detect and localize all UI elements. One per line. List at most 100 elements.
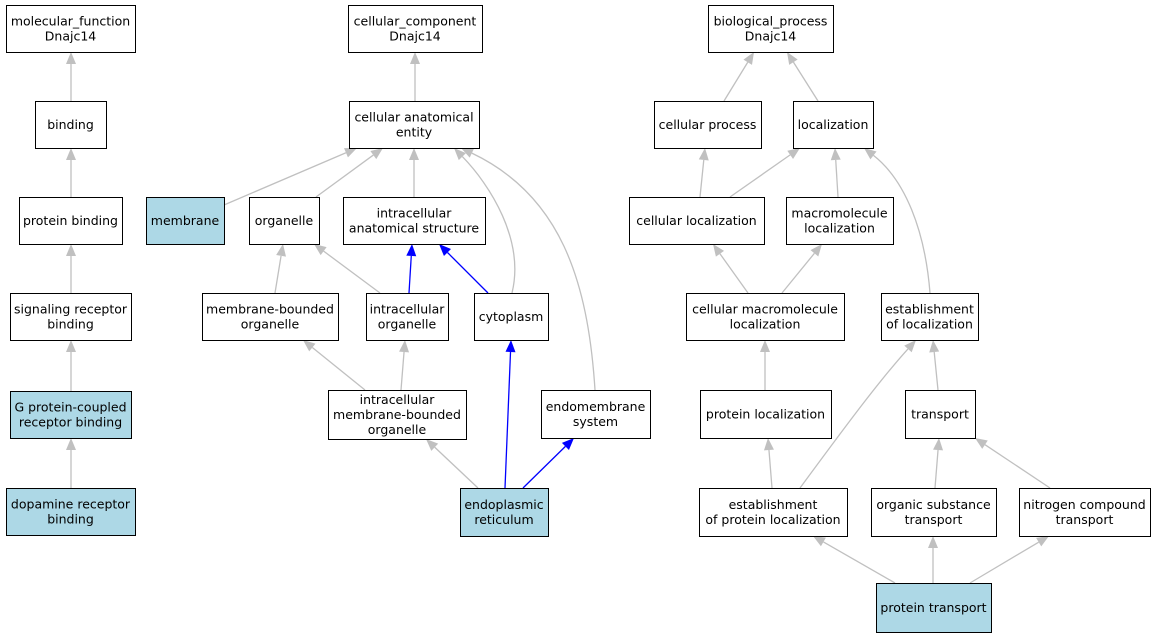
edge-nitrogen_compound_transport-to-transport xyxy=(975,438,1051,489)
edge-line xyxy=(984,444,1051,489)
node-cellular-localization[interactable]: cellular localization xyxy=(629,197,765,245)
node-box xyxy=(686,293,845,341)
node-box xyxy=(629,197,765,245)
node-label-line: of localization xyxy=(886,317,973,332)
node-label-line: of protein localization xyxy=(705,512,840,527)
node-localization[interactable]: localization xyxy=(793,101,874,149)
node-label-line: receptor binding xyxy=(19,415,122,430)
node-label-line: membrane xyxy=(151,213,220,228)
edge-establishment_of_localization-to-localization xyxy=(864,148,931,294)
edge-arrowhead xyxy=(933,438,944,451)
node-protein-binding[interactable]: protein binding xyxy=(19,197,123,245)
edge-arrowhead xyxy=(864,148,877,160)
node-label-line: organelle xyxy=(378,317,437,332)
node-label-line: signaling receptor xyxy=(14,302,128,317)
node-label-line: transport xyxy=(905,512,963,527)
node-box xyxy=(460,488,549,537)
edge-line xyxy=(522,445,566,489)
edge-intracellular_membrane_bounded_organelle-to-membrane_bounded_organelle xyxy=(303,340,366,391)
node-label-line: transport xyxy=(911,407,969,422)
node-label-line: binding xyxy=(47,317,94,332)
edge-arrowhead xyxy=(410,52,420,64)
node-label-line: organelle xyxy=(241,317,300,332)
edge-line xyxy=(447,252,489,294)
node-label-line: anatomical structure xyxy=(349,221,479,236)
edge-arrowhead xyxy=(904,340,916,353)
node-label-line: reticulum xyxy=(474,512,533,527)
node-label-line: protein transport xyxy=(880,600,986,615)
edge-arrowhead xyxy=(454,148,466,161)
node-label-line: organelle xyxy=(255,213,314,228)
node-box xyxy=(249,197,320,245)
edge-arrowhead xyxy=(787,52,798,65)
edge-arrowhead xyxy=(66,148,76,160)
node-label-line: macromolecule xyxy=(791,206,887,221)
edge-line xyxy=(323,250,381,294)
edge-intracellular_organelle-to-organelle xyxy=(314,244,381,294)
edge-arrowhead xyxy=(813,536,826,547)
edge-line xyxy=(835,159,839,198)
node-label-line: localization xyxy=(730,317,801,332)
node-label-line: intracellular xyxy=(370,302,446,317)
node-label-line: Dnajc14 xyxy=(745,29,797,44)
node-label-line: cellular macromolecule xyxy=(692,302,838,317)
edge-line xyxy=(274,255,282,294)
node-box xyxy=(348,5,483,53)
node-membrane[interactable]: membrane xyxy=(146,197,225,245)
edge-arrowhead xyxy=(439,244,452,257)
node-binding[interactable]: binding xyxy=(35,101,107,149)
node-label-line: cytoplasm xyxy=(479,309,544,324)
edge-binding-to-mf xyxy=(66,52,76,101)
node-label-line: nitrogen compound xyxy=(1023,497,1145,512)
edge-arrowhead xyxy=(370,148,383,160)
edge-arrowhead xyxy=(763,438,774,451)
node-label-line: entity xyxy=(396,125,433,140)
edge-arrowhead xyxy=(561,438,574,450)
node-label-line: protein localization xyxy=(706,407,825,422)
node-label-line: membrane-bounded xyxy=(333,407,461,422)
edge-establishment_of_protein_localization-to-protein_localization xyxy=(763,438,774,489)
edge-protein_transport-to-organic_substance_transport xyxy=(928,536,938,583)
node-label-line: Dnajc14 xyxy=(389,29,441,44)
edge-arrowhead xyxy=(66,244,76,256)
edge-endoplasmic_reticulum-to-intracellular_membrane_bounded_organelle xyxy=(426,439,479,489)
node-transport[interactable]: transport xyxy=(905,390,976,439)
edge-arrowhead xyxy=(1036,536,1049,547)
node-protein-localization[interactable]: protein localization xyxy=(700,390,832,439)
node-cytoplasm[interactable]: cytoplasm xyxy=(474,293,549,341)
edge-arrowhead xyxy=(713,244,725,257)
node-cellular-process[interactable]: cellular process xyxy=(654,101,762,149)
node-label-line: organelle xyxy=(368,422,427,437)
node-label-line: intracellular xyxy=(377,206,453,221)
node-label-line: cellular_component xyxy=(354,14,477,29)
node-organelle[interactable]: organelle xyxy=(249,197,320,245)
node-label-line: binding xyxy=(47,512,94,527)
node-box xyxy=(474,293,549,341)
edge-arrowhead xyxy=(975,438,988,449)
node-box xyxy=(146,197,225,245)
edge-arrowhead xyxy=(928,536,938,548)
node-protein-transport[interactable]: protein transport xyxy=(876,583,992,633)
edge-arrowhead xyxy=(66,438,76,450)
